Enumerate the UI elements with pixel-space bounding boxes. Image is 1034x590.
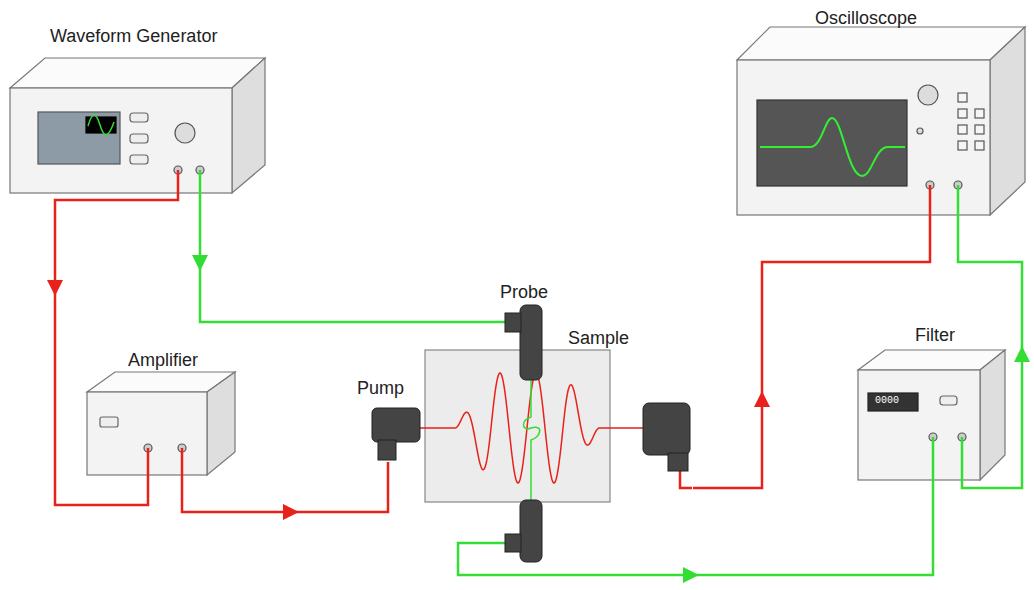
arrow-head <box>47 280 63 296</box>
instrument-box: Waveform Generator <box>8 18 270 196</box>
transducers <box>372 305 690 562</box>
amplifier-art <box>100 417 118 427</box>
waveform-generator-art <box>10 58 265 193</box>
wire-stubs <box>148 170 962 562</box>
oscilloscope-art <box>958 141 967 150</box>
transducers <box>372 408 420 442</box>
sample-node: Sample <box>425 326 693 562</box>
node-label: Pump <box>357 378 404 399</box>
node-label: Waveform Generator <box>50 26 217 47</box>
signal-wire <box>958 218 1030 488</box>
signal-wire <box>182 462 388 520</box>
waveform-generator-art <box>175 123 195 143</box>
oscilloscope-art <box>958 93 967 102</box>
wire-stubs <box>199 170 202 196</box>
arrow-head <box>683 567 699 583</box>
wire-stubs <box>680 470 692 488</box>
wire-stubs <box>932 437 935 483</box>
oscilloscope-art <box>990 27 1025 215</box>
node-label: Sample <box>568 328 629 349</box>
signal-wire <box>693 218 930 488</box>
oscilloscope-art <box>958 109 967 118</box>
wire-stubs <box>147 448 150 478</box>
waveform-generator-art <box>10 58 265 88</box>
transducers <box>643 403 690 455</box>
wire-line <box>182 462 388 512</box>
oscilloscope-art <box>737 27 1025 60</box>
node-label: Probe <box>500 282 548 303</box>
amplifier-art <box>207 372 235 475</box>
wire-line <box>458 483 933 575</box>
waveform-generator-art <box>130 113 148 122</box>
transducers <box>520 500 542 562</box>
transducers <box>505 534 521 552</box>
amplifier-art <box>87 372 235 475</box>
oscilloscope-art <box>737 27 1025 215</box>
probe-wave <box>523 380 539 500</box>
sample-art <box>425 350 610 502</box>
transducers <box>505 313 521 332</box>
instrument-box: Oscilloscope <box>735 6 1030 218</box>
filter-art <box>858 350 1005 480</box>
transducers <box>520 305 542 380</box>
signal-wire <box>192 196 497 322</box>
arrow-head <box>1014 346 1030 362</box>
waveform-generator-art <box>38 112 120 164</box>
instrument-box: Filter 0000 <box>855 322 1007 483</box>
transducers <box>668 453 688 471</box>
wire-stubs <box>957 185 960 218</box>
wire-stubs <box>177 170 180 196</box>
oscilloscope-art <box>975 109 984 118</box>
arrow-head <box>754 391 770 407</box>
transducer-node: Probe <box>497 272 553 382</box>
oscilloscope-art <box>918 85 938 105</box>
arrow-head <box>192 255 208 271</box>
oscilloscope-art <box>760 118 905 176</box>
display-readout: 0000 <box>875 395 899 407</box>
instrument-box: Amplifier <box>85 346 239 478</box>
waveform-generator-art <box>88 115 114 134</box>
oscilloscope-art <box>975 125 984 134</box>
wire-line <box>958 218 1022 488</box>
oscilloscope-art <box>737 60 990 215</box>
transducer-node: Pump <box>352 374 422 462</box>
wire-stubs <box>961 437 964 483</box>
wire-stubs <box>458 543 505 562</box>
waveform-generator-art <box>232 58 265 193</box>
waveform-generator-art <box>10 88 232 193</box>
wire-line <box>693 218 930 488</box>
oscilloscope-art <box>958 125 967 134</box>
transducers <box>378 440 396 460</box>
node-label: Amplifier <box>128 350 198 371</box>
node-label: Oscilloscope <box>815 8 917 29</box>
wire-line <box>200 196 497 322</box>
waveform-generator-art <box>130 155 148 164</box>
filter-art <box>980 350 1005 480</box>
filter-art <box>868 393 918 411</box>
wire-stubs <box>181 448 184 478</box>
wire-stubs <box>929 185 932 218</box>
node-label: Filter <box>915 325 955 346</box>
filter-art <box>940 396 957 405</box>
oscilloscope-art <box>757 100 907 186</box>
oscilloscope-art <box>975 141 984 150</box>
oscilloscope-art <box>917 128 923 134</box>
waveform-generator-art <box>130 134 148 143</box>
arrow-head <box>283 504 299 520</box>
signal-wire <box>458 483 933 583</box>
